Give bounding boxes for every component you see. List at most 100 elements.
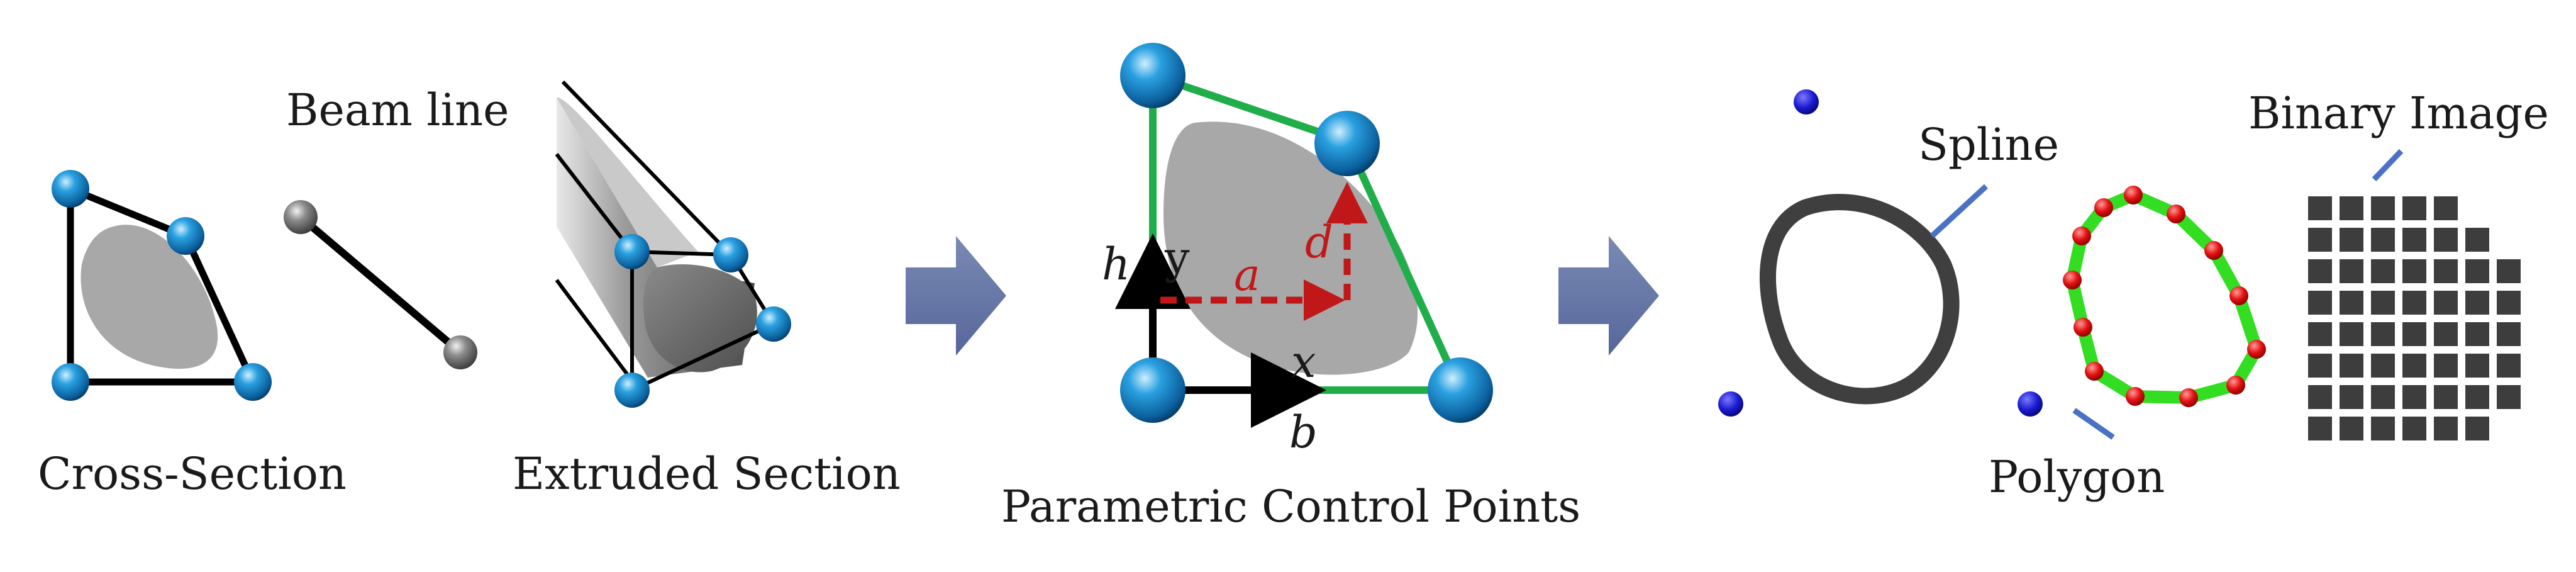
pixel-block-icon (2340, 259, 2363, 283)
pixel-block-icon (2371, 228, 2395, 252)
pixel-block-icon (2434, 259, 2458, 283)
axis-label-x: x (1291, 336, 1316, 388)
control-point-icon (1120, 43, 1185, 108)
control-point-icon (234, 363, 272, 401)
cross-section-figure (52, 170, 272, 401)
pixel-block-icon (2402, 417, 2426, 440)
beam-node-icon (284, 200, 318, 234)
polygon-vertex-icon (2179, 388, 2198, 407)
pixel-block-icon (2371, 196, 2395, 220)
beam-line-figure (284, 200, 477, 369)
extra-point-icon (2018, 391, 2043, 417)
polygon-vertex-icon (2229, 286, 2248, 305)
control-point-icon (52, 363, 89, 401)
control-point-icon (1120, 357, 1185, 423)
binary-image-figure (2308, 149, 2521, 440)
pixel-block-icon (2308, 228, 2332, 252)
pixel-block-icon (2371, 417, 2395, 440)
extruded-section-figure (555, 80, 791, 408)
polygon-vertex-icon (2085, 362, 2104, 381)
polygon-vertex-icon (2094, 198, 2113, 217)
pixel-block-icon (2340, 417, 2363, 440)
polygon-vertex-icon (2247, 340, 2266, 359)
pixel-block-icon (2465, 417, 2489, 440)
axis-label-h: h (1102, 238, 1131, 290)
beam-line (298, 214, 463, 356)
pixel-block-icon (2434, 417, 2458, 440)
pixel-block-icon (2371, 322, 2395, 346)
control-point-icon (713, 237, 748, 272)
binary-image-leader-line (2372, 149, 2404, 182)
control-point-icon (1314, 111, 1380, 176)
extruded-section-label: Extruded Section (513, 448, 901, 500)
pixel-block-icon (2340, 291, 2363, 315)
pixel-block-icon (2402, 354, 2426, 378)
pixel-block-icon (2434, 322, 2458, 346)
pixel-block-icon (2308, 417, 2332, 440)
pixel-block-icon (2434, 196, 2458, 220)
pixel-block-icon (2402, 196, 2426, 220)
pixel-block-icon (2308, 385, 2332, 409)
pixel-block-icon (2434, 354, 2458, 378)
pixel-block-icon (2465, 291, 2489, 315)
parametric-figure (1115, 43, 1493, 428)
pixel-block-icon (2308, 196, 2332, 220)
dimension-label-d: d (1305, 216, 1333, 268)
pixel-block-icon (2340, 354, 2363, 378)
polygon-vertex-icon (2226, 376, 2245, 395)
extra-point-icon (1718, 391, 1743, 417)
pixel-block-icon (2434, 385, 2458, 409)
pixel-block-icon (2465, 354, 2489, 378)
pixel-block-icon (2465, 228, 2489, 252)
pixel-block-icon (2402, 291, 2426, 315)
control-point-icon (1428, 357, 1493, 423)
spline-leader-line (1929, 184, 1989, 238)
cross-section-label: Cross-Section (38, 448, 347, 500)
pixel-block-icon (2497, 259, 2521, 283)
pixel-block-icon (2497, 322, 2521, 346)
pixel-block-icon (2465, 259, 2489, 283)
control-point-icon (52, 170, 89, 208)
polygon-label: Polygon (1989, 451, 2165, 503)
axis-label-y: y (1165, 232, 1190, 284)
pixel-block-icon (2497, 291, 2521, 315)
control-point-icon (614, 234, 650, 269)
control-point-icon (614, 373, 650, 408)
polygon-vertex-icon (2063, 271, 2082, 289)
polygon-vertex-icon (2124, 186, 2143, 205)
beam-line-label: Beam line (286, 84, 509, 136)
pixel-block-icon (2371, 385, 2395, 409)
dimension-label-a: a (1234, 249, 1260, 301)
polygon-vertex-icon (2074, 318, 2092, 337)
pixel-block-icon (2340, 385, 2363, 409)
pixel-block-icon (2497, 354, 2521, 378)
polygon-vertex-icon (2126, 387, 2145, 406)
pixel-block-icon (2340, 322, 2363, 346)
flow-arrow-icon (1558, 236, 1659, 356)
pixel-block-icon (2308, 354, 2332, 378)
pixel-block-icon (2371, 291, 2395, 315)
pixel-block-icon (2308, 322, 2332, 346)
pixel-block-icon (2308, 259, 2332, 283)
pixel-block-icon (2308, 291, 2332, 315)
pixel-block-icon (2434, 228, 2458, 252)
binary-image-label: Binary Image (2248, 87, 2549, 139)
pixel-block-icon (2434, 291, 2458, 315)
control-point-icon (167, 217, 204, 255)
axis-label-b: b (1289, 407, 1318, 458)
pixel-block-icon (2371, 259, 2395, 283)
control-point-icon (756, 306, 791, 342)
pixel-block-icon (2497, 385, 2521, 409)
spline-label: Spline (1918, 119, 2060, 171)
pixel-block-icon (2402, 385, 2426, 409)
pixel-block-icon (2402, 259, 2426, 283)
parametric-section-shape (1163, 121, 1418, 375)
parametric-control-points-label: Parametric Control Points (1001, 481, 1581, 532)
pixel-block-icon (2465, 385, 2489, 409)
spline-ring (1759, 194, 1960, 405)
beam-node-icon (443, 335, 477, 369)
extra-point-icon (1794, 89, 1819, 115)
polygon-vertex-icon (2167, 205, 2185, 223)
